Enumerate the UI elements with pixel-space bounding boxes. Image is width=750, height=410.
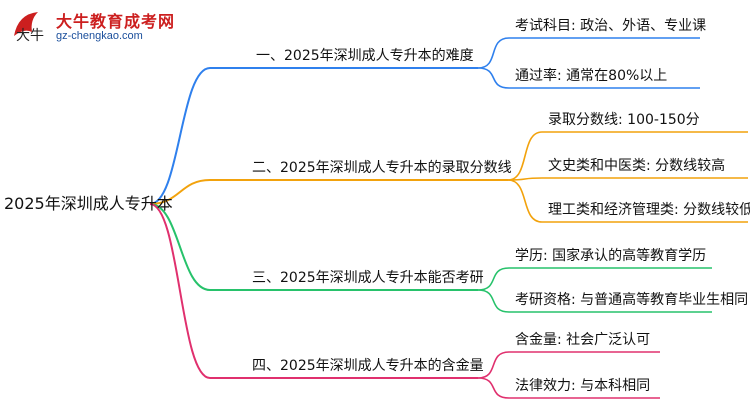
logo-emblem-icon: 大牛 [14,12,44,44]
branch-1-child-2-label: 通过率: 通常在80%以上 [515,67,667,84]
branch-3-child-1-connector [477,267,712,291]
svg-text:大牛: 大牛 [16,28,44,44]
root-node-label: 2025年深圳成人专升本 [4,194,173,213]
branch-2-child-3-label: 理工类和经济管理类: 分数线较低 [548,202,750,218]
branch-1-child-1-connector [477,37,700,69]
branch-2-child-2-label: 文史类和中医类: 分数线较高 [548,157,725,174]
logo-name: 大牛教育成考网 [56,12,176,31]
branch-1-child-2-connector [477,67,700,89]
branch-4-child-1-connector [477,351,660,379]
branch-3-label: 三、2025年深圳成人专升本能否考研 [252,270,484,286]
branch-4-child-1-label: 含金量: 社会广泛认可 [515,332,650,348]
branch-3-child-2-label: 考研资格: 与普通高等教育毕业生相同 [515,291,748,308]
branch-3-child-1-label: 学历: 国家承认的高等教育学历 [515,247,706,264]
branch-2-child-3-connector [507,179,748,223]
branch-2-child-2-connector [507,177,748,181]
logo-url: gz-chengkao.com [56,30,143,42]
branch-4-child-2-label: 法律效力: 与本科相同 [515,378,650,394]
branch-3-connector [149,203,478,291]
branch-2-label: 二、2025年深圳成人专升本的录取分数线 [252,160,512,176]
site-logo: 大牛 大牛教育成考网 gz-chengkao.com [8,6,208,50]
branch-1-child-1-label: 考试科目: 政治、外语、专业课 [515,18,706,34]
branch-2-child-1-label: 录取分数线: 100-150分 [548,112,700,128]
branch-4-child-2-connector [477,377,660,399]
branch-2-child-1-connector [507,131,748,181]
branch-4-label: 四、2025年深圳成人专升本的含金量 [252,358,484,374]
branch-1-connector [149,67,478,205]
branch-1-label: 一、2025年深圳成人专升本的难度 [256,48,474,64]
branch-3-child-2-connector [477,289,712,313]
branch-4-connector [149,203,478,379]
branch-2-connector [149,179,508,205]
